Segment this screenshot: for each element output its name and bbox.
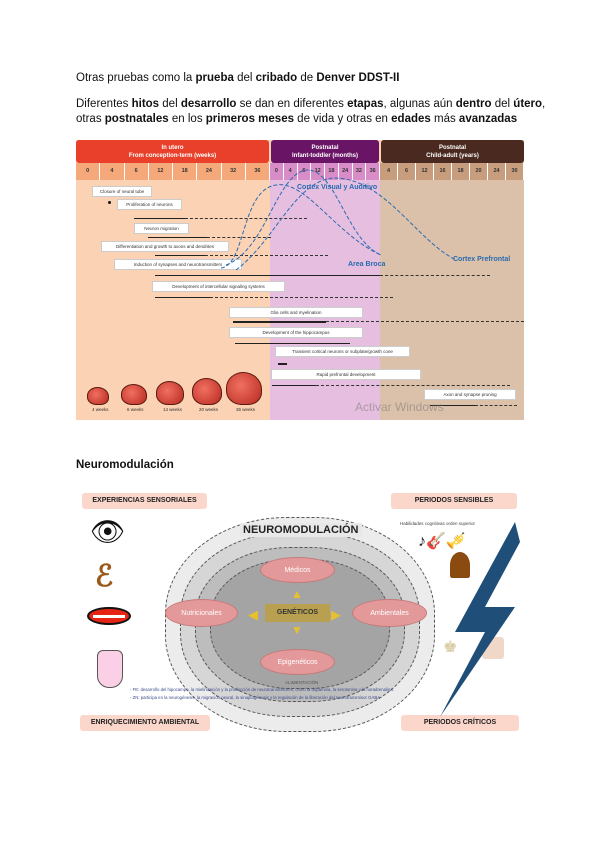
diagram-title: NEUROMODULACIÓN <box>240 523 362 537</box>
event-label: Proliferation of neurons <box>117 199 182 210</box>
head-icon <box>450 552 470 578</box>
tag-sensory: EXPERIENCIAS SENSORIALES <box>82 493 207 509</box>
music-icons: ♪🎸🎺 <box>418 533 466 550</box>
tag-enrichment: ENRIQUECIMIENTO AMBIENTAL <box>80 715 210 731</box>
curve-label: Area Broca <box>348 261 386 268</box>
factor-nutricionales: Nutricionales <box>165 599 238 627</box>
fetal-label: 6 weeks <box>127 407 144 412</box>
factor-geneticos: GENÉTICOS <box>265 604 330 622</box>
arrow-up-icon: ▲ <box>291 587 303 601</box>
curve-label: Cortex Visual y Auditivo <box>297 184 378 191</box>
note-fe: - FE: desarrollo del hipocampo, la mieli… <box>130 687 394 692</box>
event-label: Closure of neural tube <box>92 186 152 197</box>
arrow-down-icon: ▼ <box>291 623 303 637</box>
fetal-label: 36 weeks <box>236 407 256 412</box>
tag-critical: PERIODOS CRÍTICOS <box>401 715 519 731</box>
hand-icon <box>97 650 123 688</box>
skills-text: Habilidades cognitivas orden superior <box>400 521 476 526</box>
paragraph-line-2: otras postnatales en los primeros meses … <box>76 113 518 125</box>
event-label: Development of intercellular signaling s… <box>152 281 285 292</box>
arrow-left-icon: ◀ <box>248 607 258 622</box>
chess-icon: ♚ <box>443 639 458 656</box>
neuromodulation-image: EXPERIENCIAS SENSORIALES PERIODOS SENSIB… <box>80 487 520 735</box>
event-label: Transient cortical neurons or subplate/g… <box>275 346 410 357</box>
paragraph-line-1: Diferentes hitos del desarrollo se dan e… <box>76 98 546 110</box>
notes-title: ALIMENTACIÓN <box>285 680 319 685</box>
factor-medicos: Médicos <box>260 557 335 583</box>
development-curves <box>220 169 457 271</box>
event-label: Induction of synapses and neurotransmitt… <box>114 259 242 270</box>
arrow-right-icon: ▶ <box>331 607 341 622</box>
curve-label: Cortex Prefrontal <box>453 256 511 263</box>
section-heading: Neuromodulación <box>76 459 174 471</box>
fetal-label: 14 weeks <box>163 407 183 412</box>
event-label: Axon and synapse pruning <box>424 389 516 400</box>
note-zn: - ZN: participa en la neurogénesis, la m… <box>130 695 382 700</box>
event-label: Rapid prefrontal development <box>271 369 421 380</box>
watermark: Activar Windows <box>355 400 444 414</box>
factor-ambientales: Ambientales <box>352 599 427 627</box>
tag-sensitive: PERIODOS SENSIBLES <box>391 493 517 509</box>
lightning-icon <box>440 522 520 717</box>
event-label: Development of the hippocampus <box>229 327 363 338</box>
fetal-label: 20 weeks <box>199 407 219 412</box>
factor-epigeneticos: Epigenéticos <box>260 649 335 675</box>
fetal-label: 4 weeks <box>92 407 109 412</box>
event-label: Differentiation and growth to axons and … <box>101 241 229 252</box>
eye-icon: 👁 <box>90 516 126 547</box>
intro-line: Otras pruebas como la prueba del cribado… <box>76 72 400 84</box>
event-label: Neuron migration <box>134 223 189 234</box>
lips-icon <box>87 607 131 625</box>
event-label: Glia cells and myelination <box>229 307 363 318</box>
ear-icon: ℰ <box>95 560 114 593</box>
